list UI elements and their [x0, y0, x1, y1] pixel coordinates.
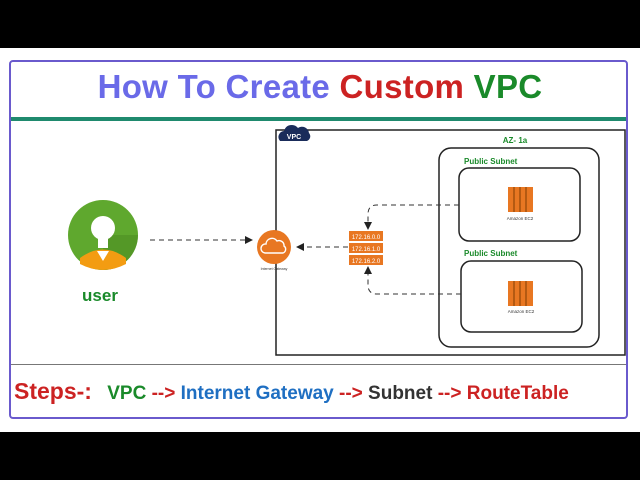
subnet1-to-routetable-arrow [364, 204, 459, 230]
user-avatar-icon [68, 200, 138, 270]
internet-gateway-icon [257, 230, 291, 264]
ec2-2-label: Amazon EC2 [508, 309, 535, 314]
availability-zone-box [438, 147, 600, 348]
ec2-2-icon [508, 281, 533, 306]
ec2-1-icon [508, 187, 533, 212]
title-part-vpc: VPC [464, 68, 543, 105]
internet-gateway-label: Internet Gateway [261, 267, 288, 271]
step-arrow-1: --> [151, 383, 176, 404]
subnet-1-label: Public Subnet [464, 157, 518, 166]
title-divider [11, 117, 626, 121]
az-label: AZ- 1a [503, 136, 528, 145]
vpc-boundary [275, 129, 626, 356]
route-table-icon [349, 231, 383, 265]
steps-divider [11, 364, 626, 365]
vpc-cloud-icon [278, 124, 311, 141]
step-subnet: Subnet [368, 383, 433, 404]
step-arrow-2: --> [339, 383, 363, 404]
route-entry-1: 172.16.0.0 [352, 235, 381, 241]
slide-frame: How To Create Custom VPC user VPC AZ- 1a [0, 48, 640, 432]
step-routetable: RouteTable [466, 383, 569, 404]
vpc-diagram: user VPC AZ- 1a Public Subnet Amazon EC2… [68, 124, 626, 356]
page-title: How To Create Custom VPC [0, 68, 640, 106]
step-vpc: VPC [107, 383, 147, 404]
title-part-how-to-create: How To Create [97, 68, 340, 105]
ec2-1-label: Amazon EC2 [507, 216, 534, 221]
step-internet-gateway: Internet Gateway [180, 383, 334, 404]
title-part-custom: Custom [339, 68, 465, 105]
route-entry-2: 172.16.1.0 [352, 247, 381, 253]
steps-lead: Steps-: [14, 378, 92, 404]
public-subnet-2-box [460, 260, 583, 333]
subnet2-to-routetable-arrow [364, 266, 461, 295]
slide-border [9, 60, 628, 419]
step-arrow-3: --> [437, 383, 462, 404]
user-label: user [82, 286, 118, 305]
subnet-2-label: Public Subnet [464, 249, 518, 258]
vpc-badge-label: VPC [287, 134, 301, 141]
route-entry-3: 172.16.2.0 [352, 259, 381, 265]
steps-line: Steps-: VPC --> Internet Gateway --> Sub… [14, 378, 569, 405]
